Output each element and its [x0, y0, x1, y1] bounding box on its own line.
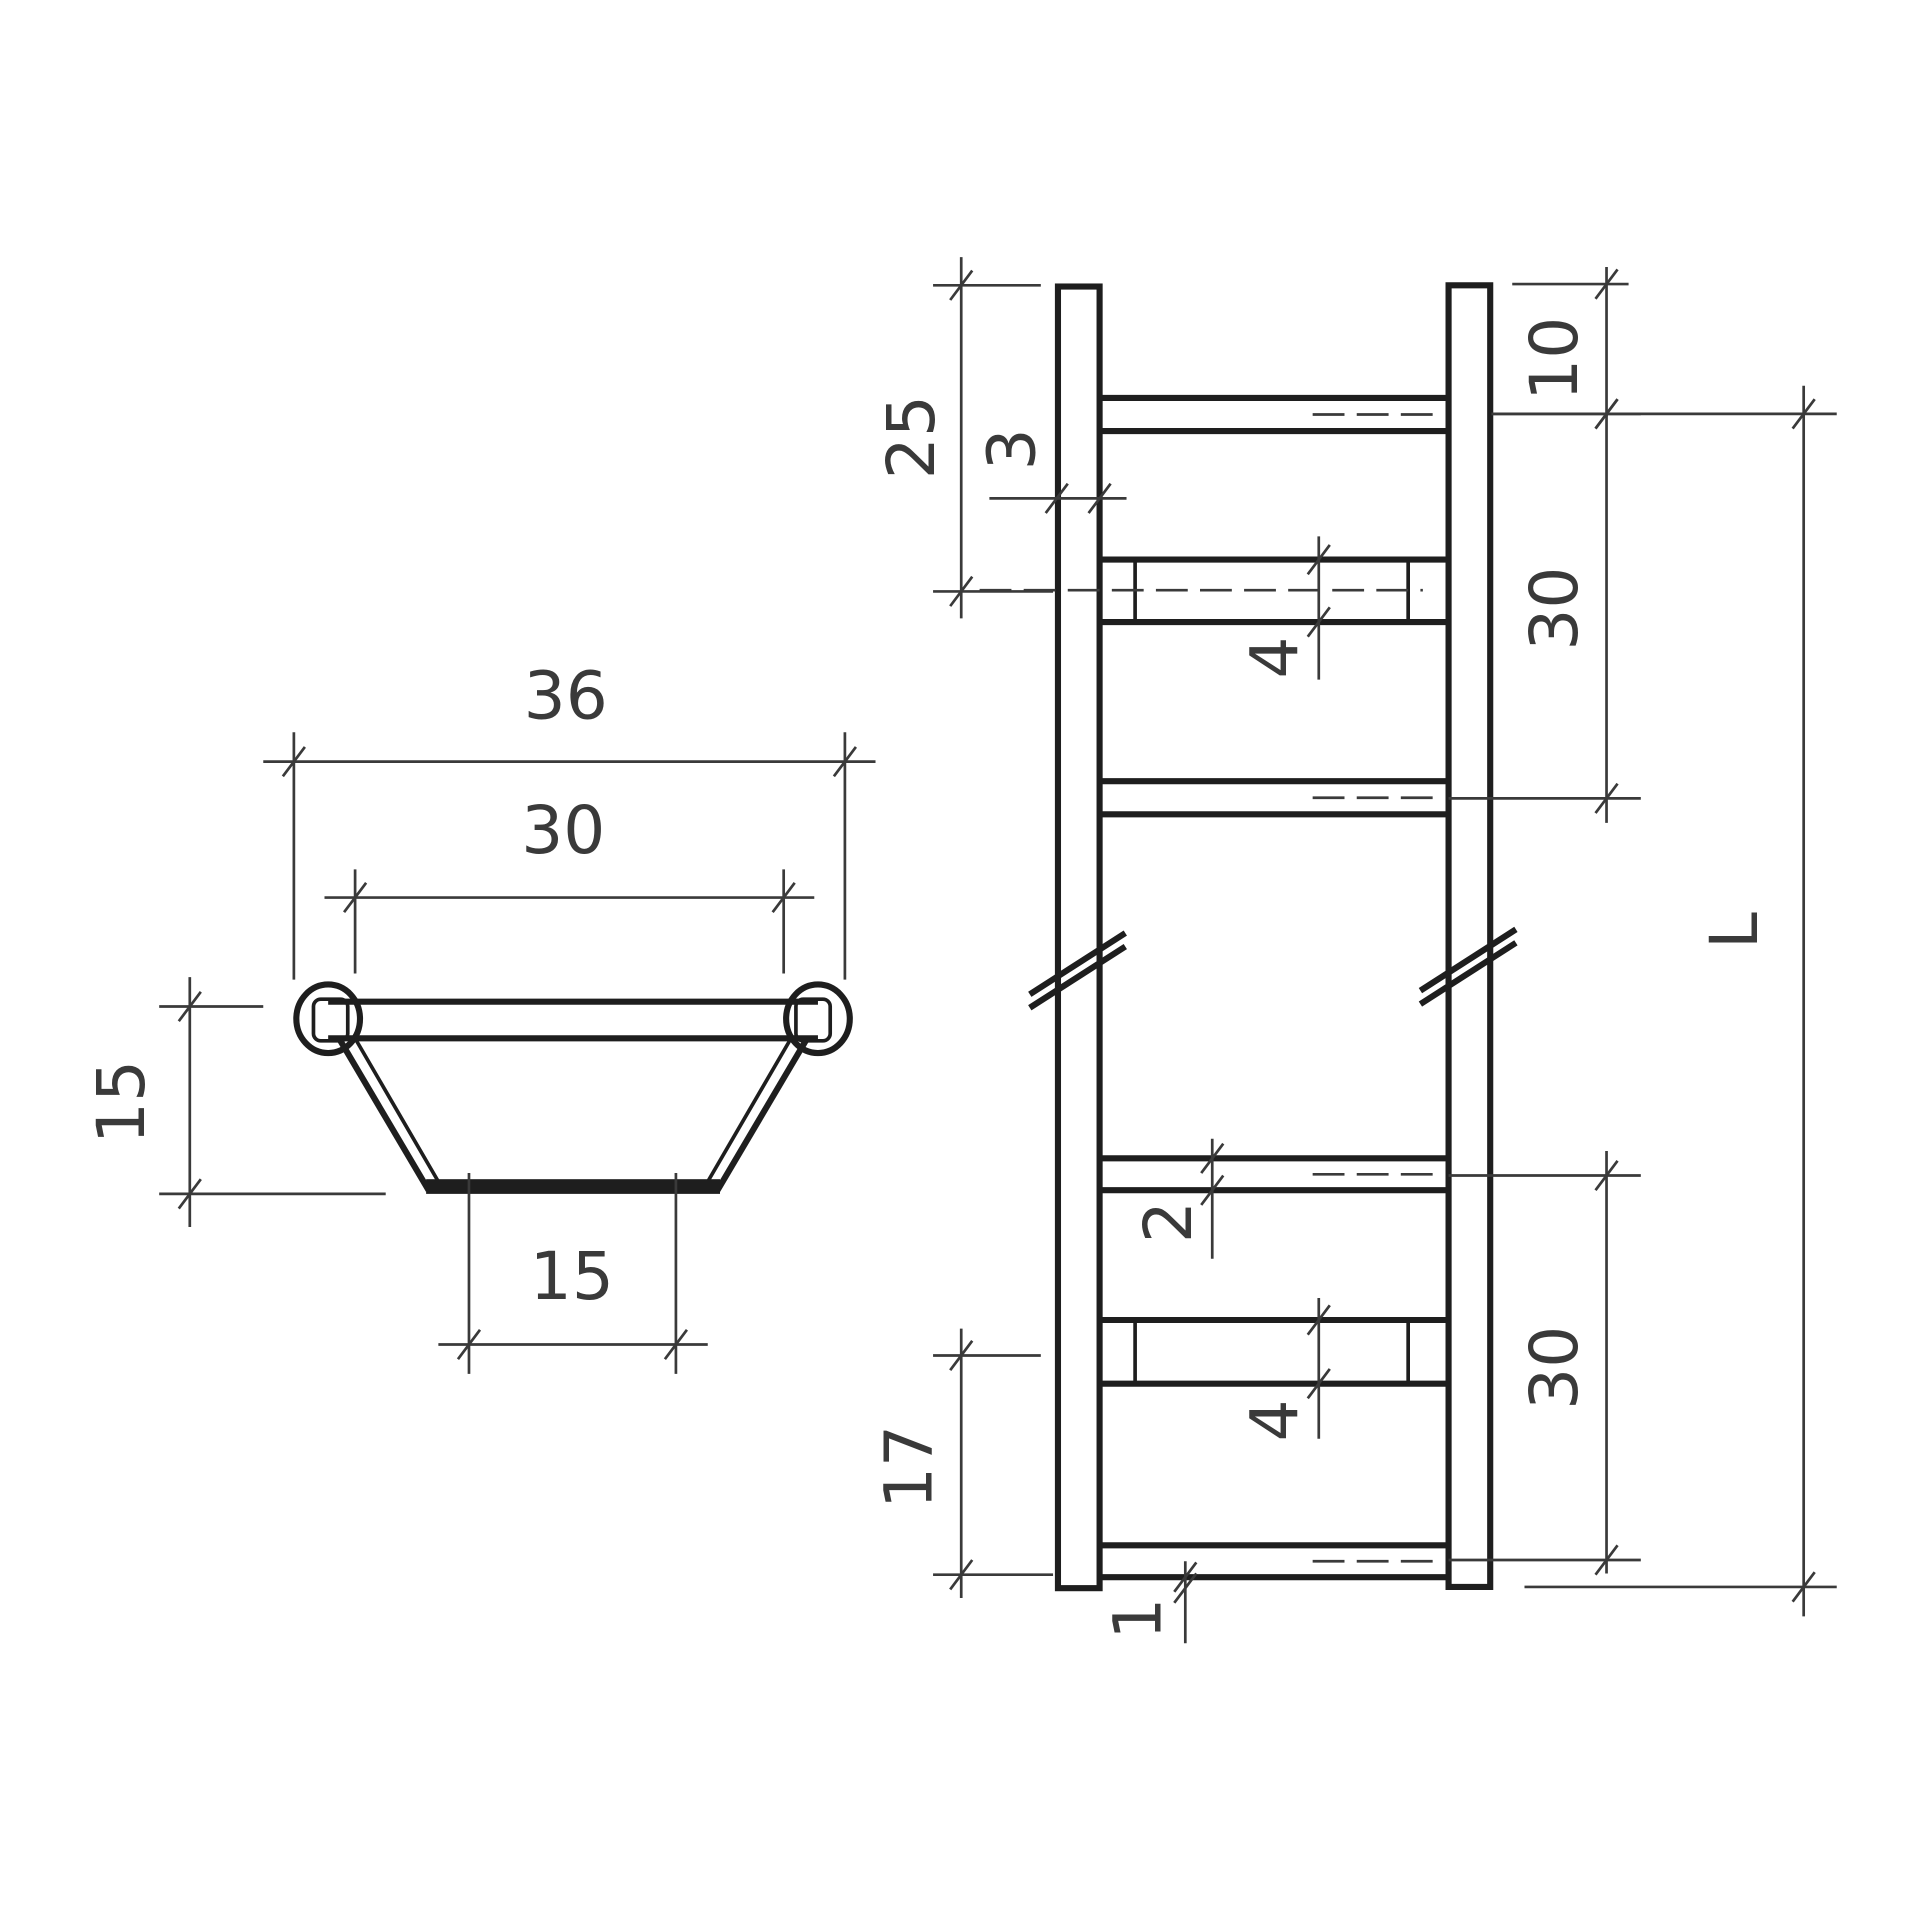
dim-label-30-section: 30 — [521, 792, 605, 869]
dim-label-36: 36 — [524, 657, 608, 734]
leg-left-outer — [337, 1039, 432, 1192]
drawing-geometry — [159, 257, 1837, 1644]
leg-right-inner — [706, 1037, 793, 1183]
break-mark — [1028, 930, 1127, 997]
dimension-tick — [1306, 1304, 1331, 1336]
dim-label-2: 2 — [1130, 1201, 1207, 1243]
dimension-tick — [1306, 606, 1331, 638]
break-mark — [1418, 940, 1518, 1007]
dim-label-17: 17 — [871, 1425, 948, 1509]
dim-label-4-lower: 4 — [1237, 1399, 1314, 1441]
dimension-tick — [1173, 1572, 1198, 1604]
bottom-bar — [426, 1179, 720, 1194]
dim-label-30-lower: 30 — [1516, 1326, 1593, 1410]
break-mark — [1418, 926, 1518, 994]
rail-end-left — [293, 981, 364, 1057]
dim-label-15-height: 15 — [83, 1060, 160, 1144]
dimension-tick — [1200, 1142, 1225, 1174]
dim-label-4-upper: 4 — [1237, 637, 1314, 679]
dim-label-30-upper: 30 — [1516, 567, 1593, 651]
rail-right — [1445, 282, 1494, 1590]
rail-end-left-inner — [311, 997, 350, 1043]
dimension-tick — [1306, 544, 1331, 576]
dimension-tick — [1200, 1174, 1225, 1206]
rail-end-right-inner — [794, 997, 833, 1043]
dim-label-3: 3 — [973, 428, 1050, 470]
dimension-tick — [1173, 1561, 1198, 1593]
dim-label-1: 1 — [1100, 1598, 1177, 1640]
leg-left-inner — [353, 1037, 440, 1183]
dim-label-L: L — [1696, 912, 1773, 949]
rail-left — [1054, 283, 1103, 1592]
dimension-tick — [1087, 482, 1112, 514]
dimension-tick — [1044, 482, 1069, 514]
break-mark — [1028, 943, 1127, 1011]
dim-label-15-bottom: 15 — [530, 1238, 614, 1315]
dim-label-25: 25 — [873, 395, 950, 479]
dimension-tick — [1306, 1368, 1331, 1400]
leg-right-outer — [714, 1039, 809, 1192]
rail-end-right — [783, 981, 853, 1057]
dim-label-10: 10 — [1516, 317, 1593, 401]
